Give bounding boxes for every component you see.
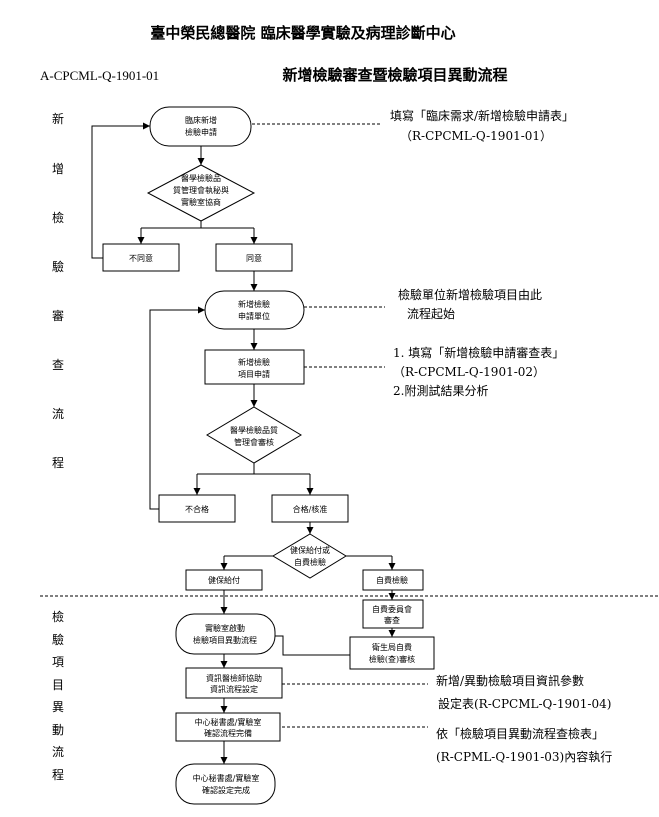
node-text: 質管理會執秘與 [173, 185, 229, 195]
node-text: 實驗室協商 [181, 197, 221, 207]
section-bottom-char: 異 [52, 700, 64, 714]
node-text: 實驗室啟動 [205, 623, 245, 633]
note-text: 檢驗單位新增檢驗項目由此 [398, 287, 542, 302]
note-text: (R-CPML-Q-1901-03)內容執行 [436, 749, 612, 764]
note-unit-start: 檢驗單位新增檢驗項目由此 流程起始 [398, 287, 542, 321]
node-text: 項目申請 [238, 369, 270, 379]
node-text: 確認設定完成 [202, 785, 250, 795]
node-it-setup: 資訊醫檢師協助 資訊流程設定 [185, 667, 283, 699]
section-top-char: 檢 [52, 210, 64, 225]
node-text: 檢驗項目異動流程 [193, 635, 257, 645]
section-top-char: 驗 [52, 260, 64, 274]
node-text: 確認流程完備 [204, 728, 252, 738]
note-text: 2.附測試結果分析 [393, 383, 488, 398]
section-top-char: 程 [52, 455, 64, 470]
node-text: 醫學檢驗品質 [230, 425, 278, 435]
node-new-item-application: 新增檢驗 項目申請 [204, 349, 305, 385]
note-review-form: 1. 填寫「新增檢驗申請審查表」 （R-CPCML-Q-1901-02） 2.附… [393, 345, 564, 398]
node-confirm-setup-done: 中心秘書處/實驗室 確認設定完成 [175, 763, 276, 805]
section-top-char: 審 [52, 308, 64, 323]
note-text: （R-CPCML-Q-1901-02） [393, 365, 545, 379]
node-text: 新增檢驗 [238, 357, 270, 367]
node-text: 健保給付 [208, 575, 240, 585]
node-disagree: 不同意 [102, 243, 180, 272]
node-nhi-payment: 健保給付 [185, 569, 263, 591]
node-text: 衛生局自費 [372, 642, 412, 652]
hospital-title: 臺中榮民總醫院 臨床醫學實驗及病理診斷中心 [150, 24, 455, 42]
node-fail: 不合格 [158, 494, 236, 523]
page-title: 新增檢驗審查暨檢驗項目異動流程 [282, 66, 507, 84]
section-label-top: 新 增 檢 驗 審 查 流 程 [52, 111, 64, 470]
node-pass: 合格/核准 [271, 494, 349, 523]
node-text: 資訊醫檢師協助 [206, 673, 262, 683]
section-bottom-char: 項 [52, 655, 64, 669]
note-text: 設定表(R-CPCML-Q-1901-04) [438, 696, 611, 711]
note-text: （R-CPCML-Q-1901-01） [400, 129, 552, 143]
node-confirm-process: 中心秘書處/實驗室 確認流程完備 [175, 712, 281, 742]
note-clinical-form: 填寫「臨床需求/新增檢驗申請表」 （R-CPCML-Q-1901-01） [390, 108, 574, 143]
section-top-char: 查 [52, 358, 64, 372]
node-text: 申請單位 [238, 311, 270, 321]
node-text: 自費委員會 [372, 604, 412, 614]
note-text: 1. 填寫「新增檢驗申請審查表」 [393, 345, 564, 360]
decision-quality-committee-negotiation: 醫學檢驗品 質管理會執秘與 實驗室協商 [146, 164, 256, 222]
decision-nhi-or-self-paid: 健保給付或 自費檢驗 [272, 533, 347, 579]
note-it-parameter-form: 新增/異動檢驗項目資訊參數 設定表(R-CPCML-Q-1901-04) [436, 673, 611, 711]
section-label-bottom: 檢 驗 項 目 異 動 流 程 [52, 609, 64, 782]
node-text: 同意 [246, 253, 262, 263]
section-bottom-char: 目 [52, 678, 64, 692]
node-text: 審查 [384, 615, 400, 625]
document-code: A-CPCML-Q-1901-01 [40, 68, 159, 83]
node-text: 資訊流程設定 [210, 684, 258, 694]
node-text: 新增檢驗 [238, 299, 270, 309]
note-leaders [252, 123, 428, 728]
node-clinical-request: 臨床新增 檢驗申請 [149, 106, 252, 147]
section-bottom-char: 檢 [52, 609, 64, 624]
node-text: 中心秘書處/實驗室 [193, 773, 260, 783]
node-text: 健保給付或 [290, 545, 330, 555]
section-top-char: 增 [52, 162, 64, 176]
section-bottom-char: 流 [52, 745, 64, 759]
node-text: 不同意 [129, 253, 153, 263]
node-text: 合格/核准 [293, 504, 328, 514]
node-text: 檢驗(查)審核 [369, 654, 415, 664]
section-bottom-char: 程 [52, 767, 64, 782]
decision-quality-committee-review: 醫學檢驗品質 管理會審核 [206, 406, 302, 464]
node-self-paid: 自費檢驗 [362, 569, 424, 591]
node-text: 醫學檢驗品 [181, 173, 221, 183]
section-bottom-char: 驗 [52, 633, 64, 647]
node-lab-starts-change-process: 實驗室啟動 檢驗項目異動流程 [175, 613, 276, 655]
node-text: 管理會審核 [234, 437, 274, 447]
section-bottom-char: 動 [52, 723, 64, 737]
node-agree: 同意 [215, 243, 293, 272]
note-text: 依「檢驗項目異動流程查檢表」 [436, 726, 604, 741]
node-text: 不合格 [185, 504, 209, 514]
note-text: 流程起始 [407, 306, 455, 321]
node-text: 中心秘書處/實驗室 [195, 717, 262, 727]
note-text: 填寫「臨床需求/新增檢驗申請表」 [390, 108, 574, 123]
section-top-char: 新 [52, 111, 64, 126]
node-text: 臨床新增 [185, 115, 217, 125]
note-text: 新增/異動檢驗項目資訊參數 [436, 673, 584, 688]
section-top-char: 流 [52, 407, 64, 421]
node-text: 檢驗申請 [185, 127, 217, 137]
node-requesting-unit: 新增檢驗 申請單位 [204, 290, 305, 330]
note-checklist: 依「檢驗項目異動流程查檢表」 (R-CPML-Q-1901-03)內容執行 [436, 726, 612, 764]
node-text: 自費檢驗 [376, 575, 408, 585]
node-text: 自費檢驗 [294, 557, 326, 567]
node-health-bureau-review: 衛生局自費 檢驗(查)審核 [349, 636, 435, 670]
node-self-paid-committee: 自費委員會 審查 [362, 599, 424, 629]
